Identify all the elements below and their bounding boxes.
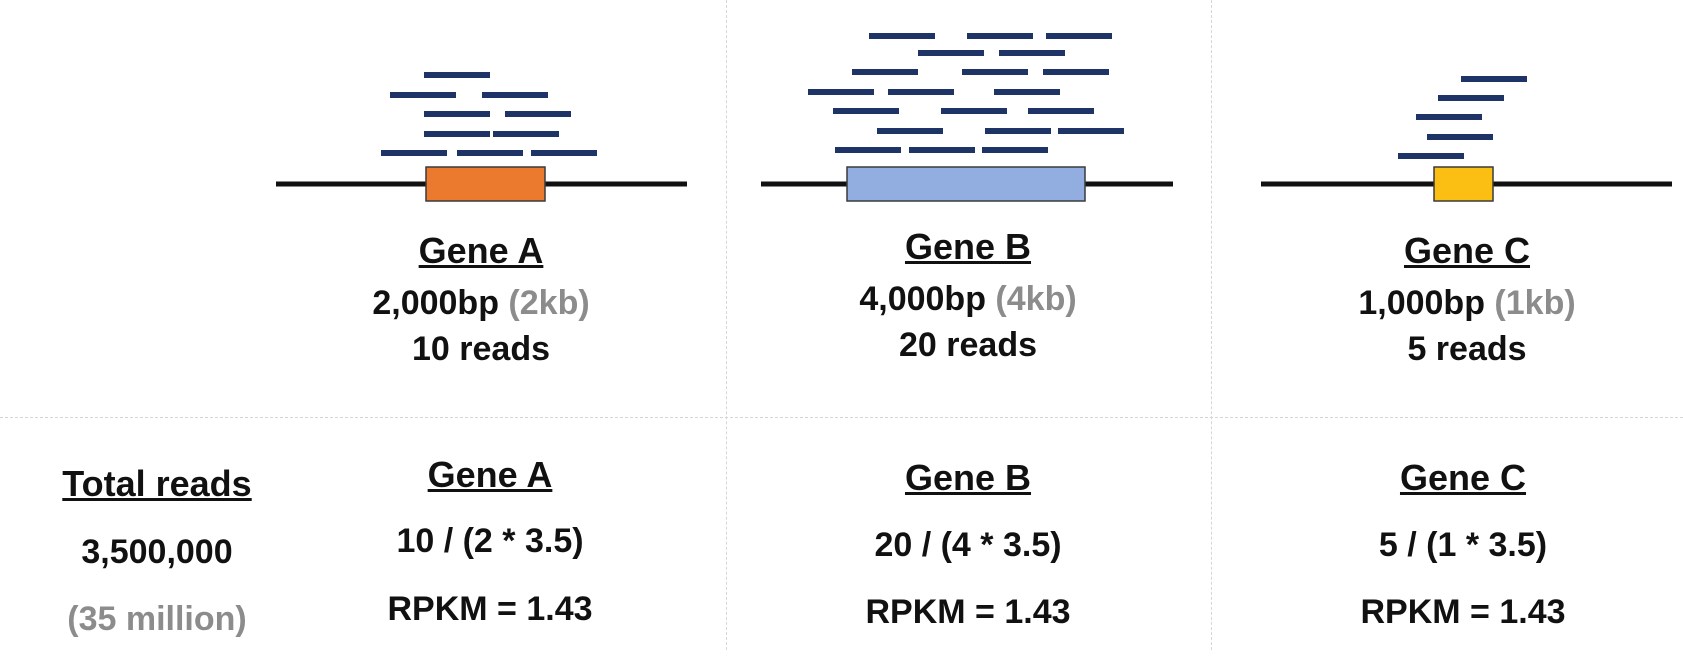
gene-a-length-kb: (2kb) (508, 284, 590, 322)
gene-b-read-3 (1046, 33, 1112, 39)
gene-b-read-12 (833, 108, 899, 114)
gene-b-box (846, 166, 1086, 202)
total-reads-value: 3,500,000 (81, 533, 233, 571)
gene-b-read-11 (994, 89, 1060, 95)
gene-b-title: Gene B (904, 226, 1032, 267)
gene-a-length-bp: 2,000bp (372, 284, 499, 322)
gene-a-length: 2,000bp (2kb) (372, 286, 589, 320)
gene-a-reads: 10 reads (412, 330, 550, 368)
total-reads-million: (35 million) (67, 600, 247, 638)
gene-a-read-3 (482, 92, 548, 98)
gene-a-read-7 (493, 131, 559, 137)
gene-b-read-14 (1028, 108, 1094, 114)
read-tracks (276, 33, 1672, 202)
calc-gene-b-formula: 20 / (4 * 3.5) (874, 526, 1062, 564)
column-divider-2 (1211, 0, 1212, 650)
gene-b-read-19 (909, 147, 975, 153)
gene-b-read-6 (852, 69, 918, 75)
gene-b-read-5 (999, 50, 1065, 56)
gene-c-length-bp: 1,000bp (1358, 284, 1485, 322)
calc-gene-c-result: RPKM = 1.43 (1360, 593, 1566, 631)
gene-a-read-8 (381, 150, 447, 156)
gene-c-read-5 (1398, 153, 1464, 159)
calc-gene-c-title: Gene C (1399, 457, 1527, 498)
gene-c-box (1433, 166, 1494, 202)
gene-b-length-bp: 4,000bp (859, 280, 986, 318)
gene-c-read-3 (1416, 114, 1482, 120)
gene-c-title: Gene C (1403, 230, 1531, 271)
gene-b-read-20 (982, 147, 1048, 153)
gene-b-read-1 (869, 33, 935, 39)
gene-b-length: 4,000bp (4kb) (859, 282, 1076, 316)
gene-c-read-2 (1438, 95, 1504, 101)
gene-b-read-18 (835, 147, 901, 153)
gene-a-read-1 (424, 72, 490, 78)
gene-b-read-9 (808, 89, 874, 95)
gene-a-read-9 (457, 150, 523, 156)
calc-gene-a-title: Gene A (427, 454, 553, 495)
gene-c-length-kb: (1kb) (1494, 284, 1576, 322)
gene-b-read-13 (941, 108, 1007, 114)
gene-a-read-6 (424, 131, 490, 137)
gene-b-read-15 (877, 128, 943, 134)
gene-a-read-4 (424, 111, 490, 117)
gene-a-title: Gene A (418, 230, 544, 271)
gene-a-read-2 (390, 92, 456, 98)
gene-c-read-1 (1461, 76, 1527, 82)
calc-gene-c-formula: 5 / (1 * 3.5) (1378, 526, 1548, 564)
calc-gene-b-result: RPKM = 1.43 (865, 593, 1071, 631)
calc-gene-a-formula: 10 / (2 * 3.5) (396, 522, 584, 560)
gene-c-read-4 (1427, 134, 1493, 140)
gene-b-read-2 (967, 33, 1033, 39)
gene-a-read-5 (505, 111, 571, 117)
gene-b-read-16 (985, 128, 1051, 134)
gene-b-reads: 20 reads (899, 326, 1037, 364)
calc-gene-b-title: Gene B (904, 457, 1032, 498)
total-reads-title: Total reads (62, 463, 252, 504)
gene-a-read-10 (531, 150, 597, 156)
gene-b-read-10 (888, 89, 954, 95)
gene-c-reads: 5 reads (1407, 330, 1527, 368)
gene-a-box (425, 166, 546, 202)
gene-c-length: 1,000bp (1kb) (1358, 286, 1575, 320)
row-divider (0, 417, 1683, 418)
column-divider-1 (726, 0, 727, 650)
gene-b-read-7 (962, 69, 1028, 75)
gene-b-read-17 (1058, 128, 1124, 134)
gene-b-read-8 (1043, 69, 1109, 75)
gene-b-length-kb: (4kb) (995, 280, 1077, 318)
calc-gene-a-result: RPKM = 1.43 (387, 590, 593, 628)
gene-b-read-4 (918, 50, 984, 56)
